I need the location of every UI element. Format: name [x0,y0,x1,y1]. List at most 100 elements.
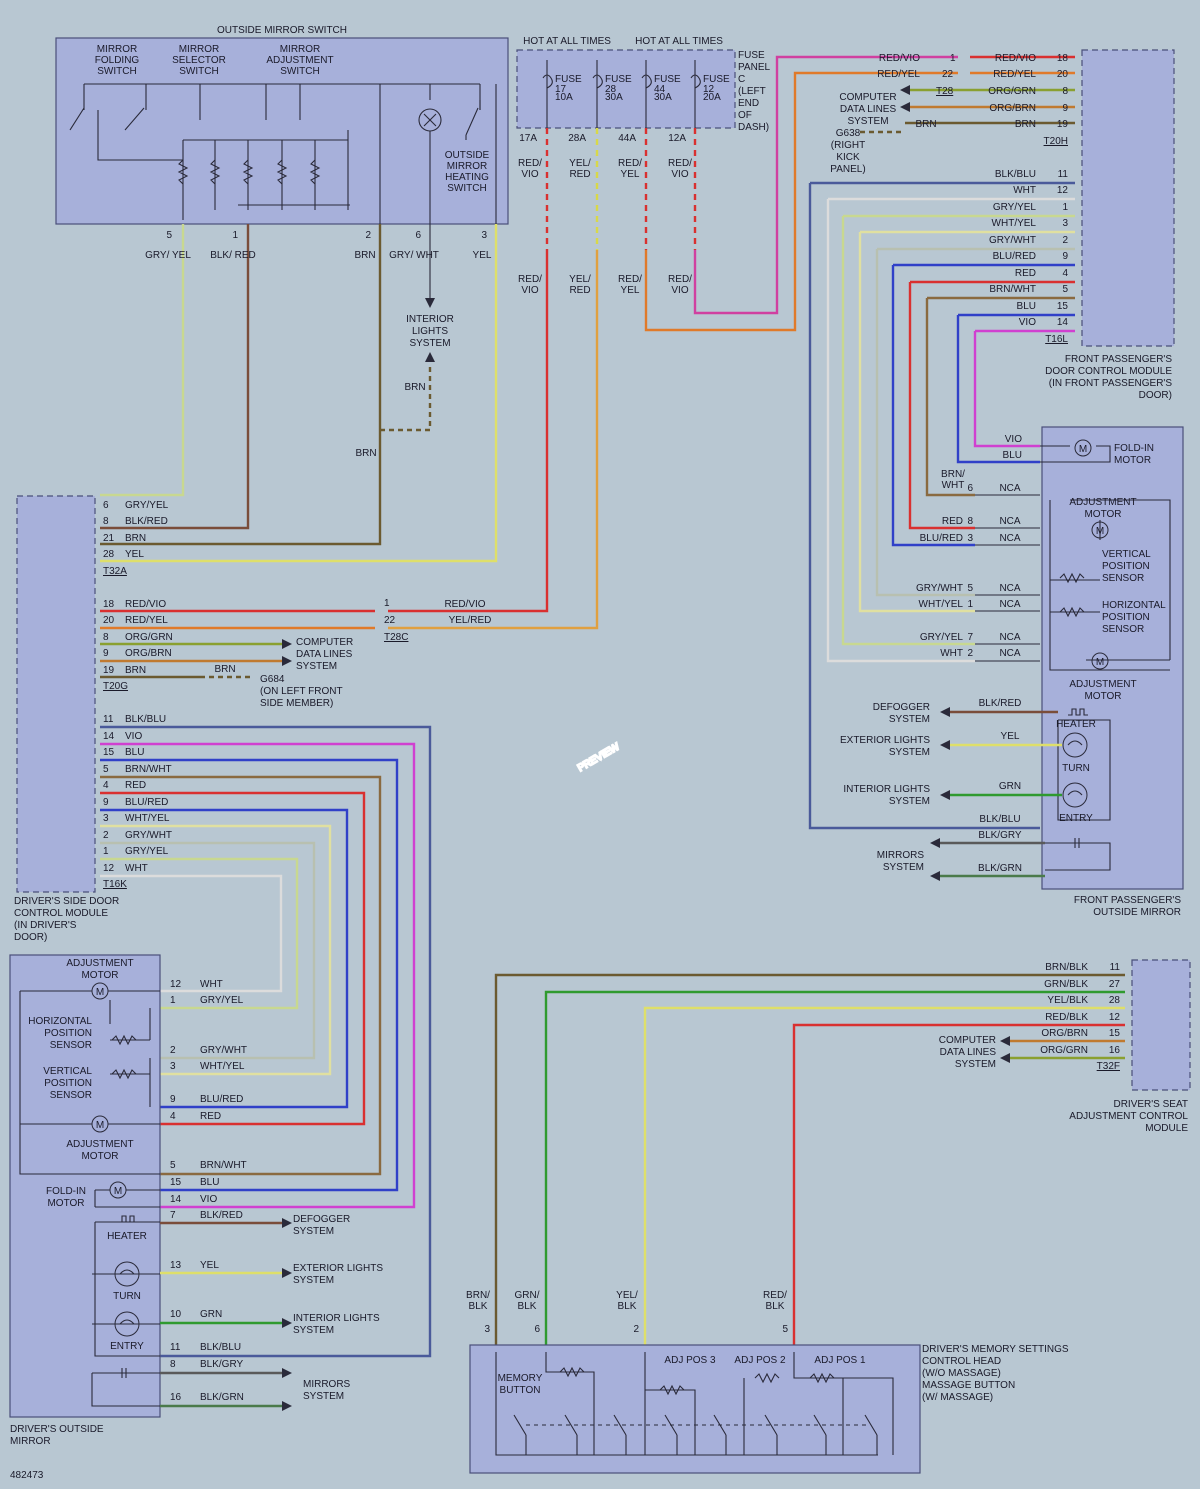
svg-text:NCA: NCA [999,648,1020,659]
svg-text:ORG/BRN: ORG/BRN [1041,1028,1088,1039]
svg-text:GRN/BLK: GRN/BLK [1044,979,1088,990]
svg-text:GRY/YEL: GRY/YEL [993,202,1037,213]
svg-text:VIO: VIO [1005,434,1022,445]
svg-text:BLU/RED: BLU/RED [200,1094,243,1105]
svg-text:GRN/BLK: GRN/BLK [515,1290,540,1312]
svg-text:NCA: NCA [999,599,1020,610]
svg-text:15: 15 [170,1177,182,1188]
svg-text:BLU: BLU [200,1177,219,1188]
svg-text:BLK/RED: BLK/RED [200,1210,243,1221]
svg-text:14: 14 [1057,317,1069,328]
svg-text:NCA: NCA [999,583,1020,594]
svg-text:BRN/WHT: BRN/WHT [200,1160,247,1171]
switch-pin-2: 2 [365,230,371,241]
switch-wire-2: BRN [354,250,375,261]
svg-text:9: 9 [170,1094,176,1105]
switch-pin-1: 1 [232,230,238,241]
t32f-wires [494,973,1125,1345]
svg-text:12: 12 [170,979,182,990]
fuse-term-12a: 12A [668,133,686,144]
fuse-term-28a: 28A [568,133,586,144]
svg-text:RED: RED [200,1111,221,1122]
svg-text:WHT: WHT [200,979,223,990]
svg-text:15: 15 [103,747,115,758]
svg-text:2: 2 [170,1045,176,1056]
t16k-wires [100,725,432,1358]
svg-text:4: 4 [1062,268,1068,279]
fuse-wire-12-bot: RED/VIO [668,274,692,296]
pass-mirror-system-wires [930,707,1062,881]
svg-text:GRY/YEL: GRY/YEL [920,632,964,643]
svg-text:WHT/YEL: WHT/YEL [200,1061,245,1072]
drv-fold-motor-icon: M [114,1186,122,1197]
switch-wire-6: GRY/ WHT [389,250,439,261]
drivers-seat-module [1131,959,1191,1091]
svg-text:BRN: BRN [125,665,146,676]
svg-text:NCA: NCA [999,632,1020,643]
brn-lower-label: BRN [355,448,376,459]
svg-text:RED/BLK: RED/BLK [763,1290,787,1312]
svg-text:WHT/YEL: WHT/YEL [125,813,170,824]
drv-mirror-internal: M M M [19,982,160,1407]
svg-text:9: 9 [1062,103,1068,114]
svg-text:YEL/BLK: YEL/BLK [616,1290,638,1312]
connector-t20h: T20H [1044,136,1068,147]
svg-text:15: 15 [1057,301,1069,312]
svg-text:6: 6 [534,1324,540,1335]
diagram-id: 482473 [10,1470,44,1481]
connector-t28c: T28C [384,632,408,643]
svg-text:20: 20 [1057,69,1069,80]
svg-text:16: 16 [1109,1045,1121,1056]
svg-text:19: 19 [103,665,115,676]
svg-text:ORG/GRN: ORG/GRN [988,86,1036,97]
switch-pin-5: 5 [166,230,172,241]
svg-text:8: 8 [967,516,973,527]
svg-text:BLK/BLU: BLK/BLU [995,169,1036,180]
svg-text:9: 9 [1062,251,1068,262]
svg-text:VIO: VIO [1019,317,1036,328]
svg-text:RED: RED [942,516,963,527]
svg-text:3: 3 [1062,218,1068,229]
svg-text:NCA: NCA [999,533,1020,544]
drivers-dcm [16,495,96,893]
svg-text:3: 3 [484,1324,490,1335]
svg-text:19: 19 [1057,119,1069,130]
svg-text:WHT/YEL: WHT/YEL [992,218,1037,229]
svg-text:8: 8 [103,632,109,643]
svg-text:ORG/BRN: ORG/BRN [989,103,1036,114]
drivers-outside-mirror [9,954,161,1418]
svg-text:6: 6 [103,500,109,511]
svg-text:18: 18 [1057,53,1069,64]
svg-text:GRN: GRN [200,1309,222,1320]
svg-text:RED: RED [125,780,146,791]
svg-text:12: 12 [1109,1012,1121,1023]
svg-text:11: 11 [103,714,114,725]
fuse-term-17a: 17A [519,133,537,144]
pass-blk-red: BLK/RED [979,698,1022,709]
front-passenger-outside-mirror [1041,426,1184,890]
g638-brn: BRN [915,119,936,130]
svg-text:12: 12 [103,863,115,874]
t28c-pin-1: 1 [384,598,390,609]
svg-text:1: 1 [103,846,109,857]
svg-text:7: 7 [967,632,973,643]
svg-text:RED/VIO: RED/VIO [125,599,166,610]
connector-t32f: T32F [1097,1061,1120,1072]
svg-text:BRN/BLK: BRN/BLK [1045,962,1088,973]
svg-text:9: 9 [103,648,109,659]
svg-text:BRN: BRN [1015,119,1036,130]
svg-text:BLK/BLU: BLK/BLU [125,714,166,725]
connector-t16k: T16K [103,879,127,890]
